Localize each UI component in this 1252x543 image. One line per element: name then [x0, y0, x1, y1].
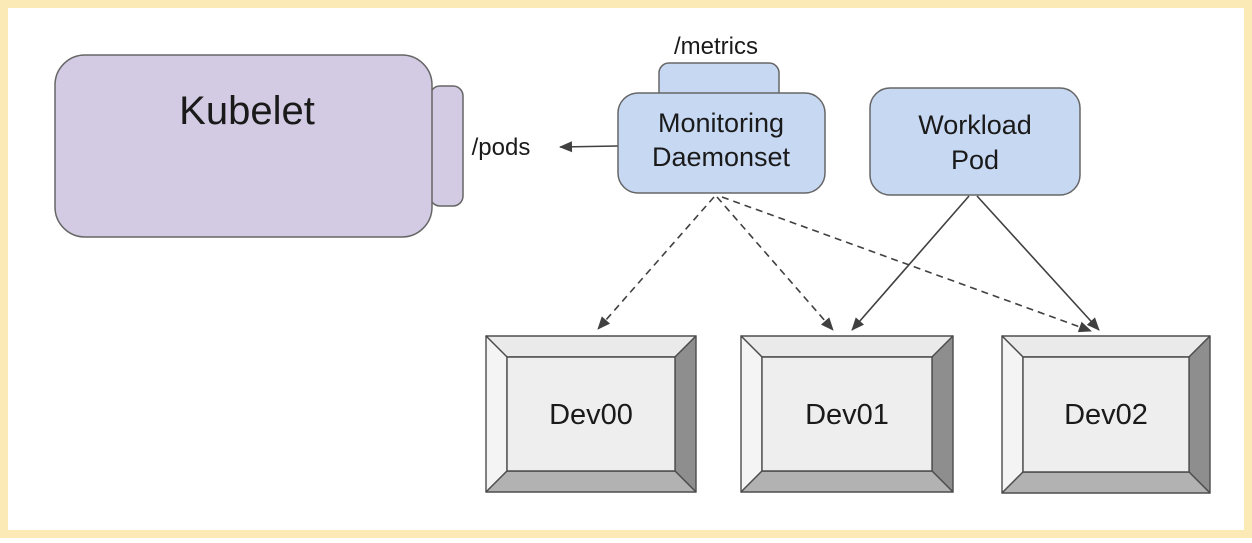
monitoring-daemonset-label-line2: Daemonset	[652, 142, 791, 172]
metrics-endpoint-label: /metrics	[674, 33, 758, 60]
kubelet-label: Kubelet	[179, 89, 315, 133]
monitoring-daemonset-label-line1: Monitoring	[658, 108, 784, 138]
edge-workload-to-dev02	[976, 195, 1100, 331]
device-bevel-left	[1001, 335, 1024, 494]
edges	[597, 195, 1100, 333]
device-dev00: Dev00	[485, 335, 697, 493]
workload-pod-label-line1: Workload	[918, 110, 1032, 140]
device-bevel-right	[931, 335, 954, 493]
monitoring-daemonset-node: Monitoring Daemonset	[617, 62, 826, 194]
device-label-dev00: Dev00	[549, 399, 633, 431]
edge-workload-to-dev01	[851, 195, 970, 331]
device-bevel-top	[485, 335, 697, 358]
device-dev02: Dev02	[1001, 335, 1211, 494]
device-bevel-bottom	[485, 470, 697, 493]
device-face	[506, 356, 676, 472]
edge-monitoring-to-dev02	[721, 196, 1092, 333]
edge-monitoring-to-dev00	[597, 196, 715, 330]
device-bevel-left	[485, 335, 508, 493]
pods-endpoint-label: /pods	[472, 134, 531, 161]
edge-monitoring-to-dev01	[716, 196, 834, 331]
device-bevel-bottom	[740, 470, 954, 493]
workload-pod-label-line2: Pod	[951, 145, 999, 175]
workload-pod-box	[869, 87, 1081, 196]
kubelet-side-tab	[429, 85, 464, 207]
device-face	[761, 356, 933, 472]
device-dev01: Dev01	[740, 335, 954, 493]
edge-monitoring-to-pods	[559, 141, 619, 153]
device-bevel-top	[1001, 335, 1211, 358]
device-label-dev01: Dev01	[805, 399, 889, 431]
device-bevel-top	[740, 335, 954, 358]
device-face	[1022, 356, 1190, 473]
monitoring-daemonset-box	[617, 92, 826, 194]
device-bevel-left	[740, 335, 763, 493]
workload-pod-node: Workload Pod	[869, 87, 1081, 196]
device-bevel-right	[674, 335, 697, 493]
device-bevel-right	[1188, 335, 1211, 494]
kubelet-box	[54, 54, 433, 238]
kubelet-node: Kubelet	[54, 54, 464, 238]
device-label-dev02: Dev02	[1064, 399, 1148, 431]
device-bevel-bottom	[1001, 471, 1211, 494]
